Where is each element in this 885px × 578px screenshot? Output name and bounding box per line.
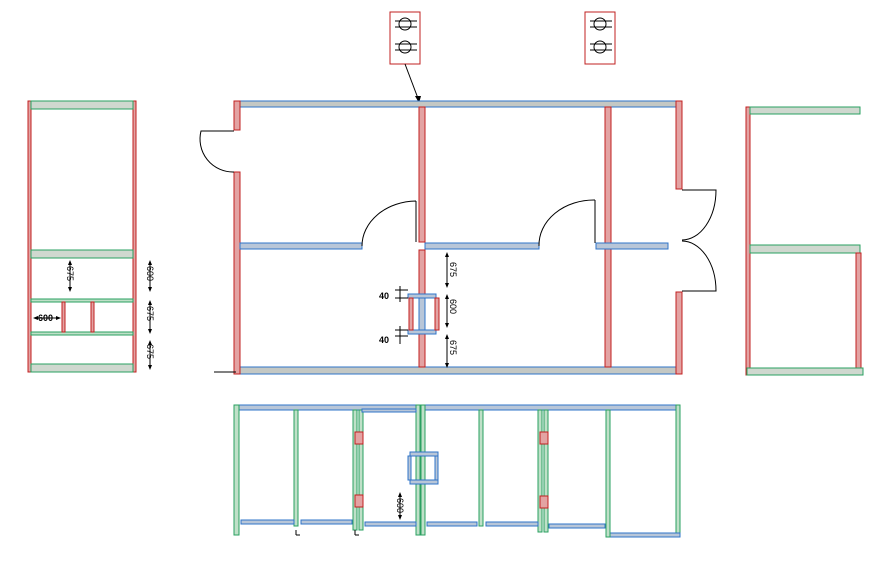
socket-box-right xyxy=(584,11,616,65)
door-swing-right-bottom xyxy=(681,240,717,292)
electrical-socket-icon xyxy=(590,17,612,31)
left-dim-675-vertical: 675 xyxy=(65,260,75,292)
left-dim-600-horizontal: 600 xyxy=(33,313,61,323)
door-swing-right-center xyxy=(538,199,596,247)
center-dim-600: 600 xyxy=(445,294,458,328)
dimension-label: 675 xyxy=(65,266,75,281)
dimension-label: 40 xyxy=(379,335,389,345)
socket-leader-line xyxy=(404,63,420,102)
dimension-label: 675 xyxy=(448,340,458,355)
electrical-socket-icon xyxy=(395,40,417,54)
right-elevation xyxy=(745,106,864,376)
dimension-label: 600 xyxy=(448,299,458,314)
dimension-label: 675 xyxy=(145,306,155,321)
door-swing-left xyxy=(199,130,235,173)
door-swing-right-top xyxy=(681,189,717,241)
bottom-dim-600: 600 xyxy=(395,492,405,520)
center-dim-675-top: 675 xyxy=(445,252,458,288)
dimension-label: 600 xyxy=(38,313,53,323)
electrical-socket-icon xyxy=(590,40,612,54)
center-dim-675-bottom: 675 xyxy=(445,334,458,368)
bottom-plan xyxy=(233,404,681,538)
door-swing-center xyxy=(361,200,417,247)
left-elevation xyxy=(27,100,137,373)
dimension-label: 600 xyxy=(395,498,405,513)
socket-box-left xyxy=(389,11,421,65)
left-dim-675-a: 600 xyxy=(145,260,155,292)
dimension-label: 600 xyxy=(145,266,155,281)
center-dim-40-top: 40 xyxy=(379,286,408,302)
left-dim-600: 675 xyxy=(145,300,155,334)
dimension-label: 675 xyxy=(145,344,155,359)
dimension-label: 675 xyxy=(448,262,458,277)
dimension-label: 40 xyxy=(379,291,389,301)
left-dim-675-b: 675 xyxy=(145,340,155,370)
center-plan xyxy=(199,100,717,375)
center-dim-40-bottom: 40 xyxy=(379,326,408,345)
electrical-socket-icon xyxy=(395,17,417,31)
